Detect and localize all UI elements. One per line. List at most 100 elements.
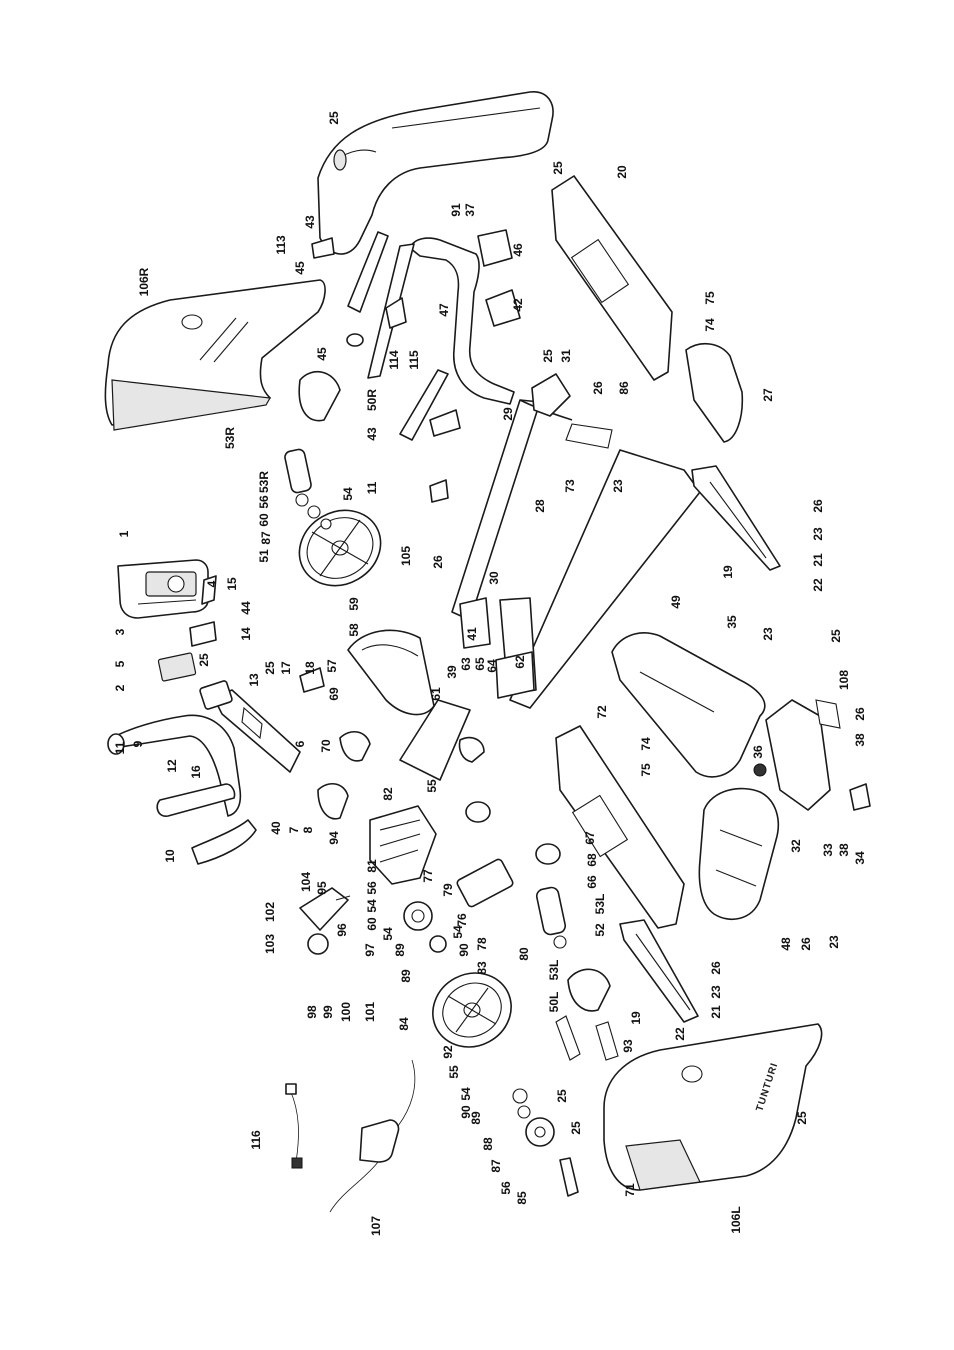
part-label-11: 11 <box>113 741 127 754</box>
part-label-71: 71 <box>623 1183 637 1197</box>
part-label-50L: 50L <box>547 992 561 1013</box>
part-label-95: 95 <box>315 881 329 895</box>
part-label-60: 60 <box>365 917 379 931</box>
part-label-93: 93 <box>621 1039 635 1053</box>
part-label-61: 61 <box>429 687 443 701</box>
part-label-2: 2 <box>113 684 127 691</box>
part-label-96: 96 <box>335 923 349 937</box>
part-label-36: 36 <box>751 745 765 759</box>
part-label-81: 81 <box>365 859 379 873</box>
part-label-103: 103 <box>263 934 277 954</box>
seat-rail-right <box>691 465 781 571</box>
part-label-26: 26 <box>799 937 813 951</box>
part-label-87: 87 <box>259 531 273 545</box>
part-label-52: 52 <box>593 923 607 937</box>
part-label-41: 41 <box>465 627 479 641</box>
part-label-13: 13 <box>247 673 261 687</box>
part-label-104: 104 <box>299 872 313 892</box>
part-label-68: 68 <box>585 853 599 867</box>
tension-arm <box>299 887 351 955</box>
part-label-5: 5 <box>113 660 127 667</box>
seat-rail-left <box>619 919 699 1023</box>
part-label-67: 67 <box>583 831 597 845</box>
seat-tubes <box>346 231 449 441</box>
part-label-87: 87 <box>489 1159 503 1173</box>
part-label-47: 47 <box>437 303 451 317</box>
seat-slide-assembly <box>753 699 871 811</box>
part-label-85: 85 <box>515 1191 529 1205</box>
part-label-15: 15 <box>225 577 239 591</box>
part-label-100: 100 <box>339 1002 353 1022</box>
part-label-37: 37 <box>463 203 477 217</box>
axle-parts <box>512 1088 579 1197</box>
part-label-79: 79 <box>441 883 455 897</box>
part-label-90: 90 <box>457 943 471 957</box>
part-label-106R: 106R <box>137 267 151 296</box>
part-label-34: 34 <box>853 851 867 865</box>
part-label-82: 82 <box>381 787 395 801</box>
part-label-115: 115 <box>407 350 421 370</box>
part-label-29: 29 <box>501 407 515 421</box>
part-label-26: 26 <box>431 555 445 569</box>
part-label-63: 63 <box>459 657 473 671</box>
seat-bottom-cushion <box>698 787 780 921</box>
part-label-89: 89 <box>393 943 407 957</box>
part-label-8: 8 <box>301 826 315 833</box>
part-label-26: 26 <box>853 707 867 721</box>
front-stabilizer-plate <box>555 725 685 929</box>
front-handlebar <box>107 714 257 865</box>
part-label-12: 12 <box>165 759 179 773</box>
part-label-25: 25 <box>555 1089 569 1103</box>
part-label-80: 80 <box>517 947 531 961</box>
part-label-28: 28 <box>533 499 547 513</box>
part-label-35: 35 <box>725 615 739 629</box>
part-label-97: 97 <box>363 943 377 957</box>
part-label-23: 23 <box>709 985 723 999</box>
part-label-60: 60 <box>257 513 271 527</box>
part-label-23: 23 <box>611 479 625 493</box>
part-label-54: 54 <box>459 1087 473 1101</box>
part-label-69: 69 <box>327 687 341 701</box>
part-label-92: 92 <box>441 1045 455 1059</box>
part-label-32: 32 <box>789 839 803 853</box>
part-label-66: 66 <box>585 875 599 889</box>
part-label-56: 56 <box>257 495 271 509</box>
part-label-74: 74 <box>703 318 717 332</box>
console-computer <box>117 559 209 619</box>
part-label-23: 23 <box>827 935 841 949</box>
part-label-43: 43 <box>365 427 379 441</box>
handlebar-post <box>157 652 301 773</box>
part-label-84: 84 <box>397 1017 411 1031</box>
part-label-31: 31 <box>559 349 573 363</box>
part-label-3: 3 <box>113 628 127 635</box>
part-label-26: 26 <box>709 961 723 975</box>
part-label-42: 42 <box>511 298 525 312</box>
part-label-43: 43 <box>303 215 317 229</box>
part-label-58: 58 <box>347 623 361 637</box>
part-label-1: 1 <box>117 530 131 537</box>
part-label-55: 55 <box>425 779 439 793</box>
seat-back-plate <box>551 175 673 381</box>
part-label-19: 19 <box>629 1011 643 1025</box>
part-label-46: 46 <box>511 243 525 257</box>
part-label-17: 17 <box>279 661 293 675</box>
part-label-74: 74 <box>639 737 653 751</box>
part-label-55: 55 <box>447 1065 461 1079</box>
part-label-94: 94 <box>327 831 341 845</box>
part-label-101: 101 <box>363 1002 377 1022</box>
part-label-91: 91 <box>449 203 463 217</box>
seat-cushion <box>611 632 766 778</box>
part-label-89: 89 <box>469 1111 483 1125</box>
part-label-45: 45 <box>293 261 307 275</box>
part-label-105: 105 <box>399 546 413 566</box>
part-label-73: 73 <box>563 479 577 493</box>
power-adapter <box>329 1059 416 1213</box>
part-label-22: 22 <box>811 578 825 592</box>
part-label-4: 4 <box>205 580 219 587</box>
part-label-99: 99 <box>321 1005 335 1019</box>
part-label-21: 21 <box>811 553 825 567</box>
part-label-64: 64 <box>485 659 499 673</box>
right-crank-hub <box>284 370 341 530</box>
sensor-cable <box>285 1083 303 1169</box>
part-label-14: 14 <box>239 627 253 641</box>
